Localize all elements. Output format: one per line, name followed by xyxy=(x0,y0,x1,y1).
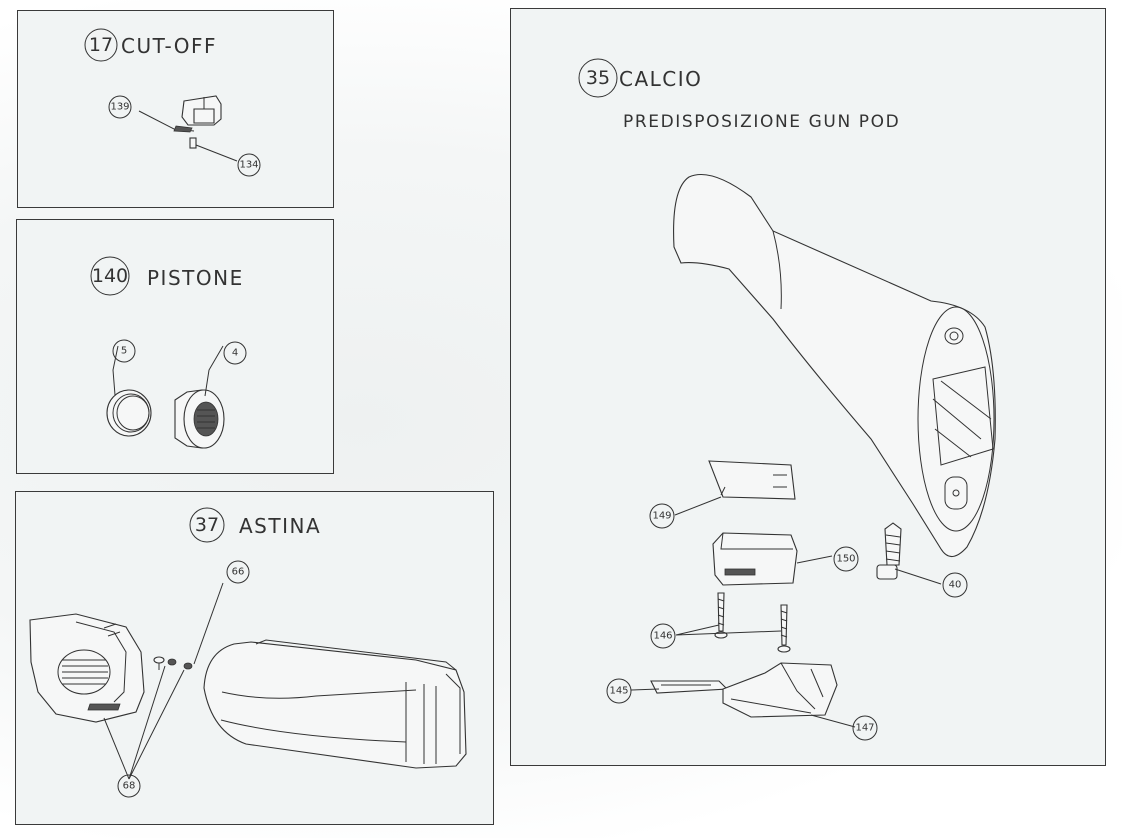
callout-bubble-146 xyxy=(650,623,676,649)
piston-ring-part xyxy=(106,389,152,437)
callout-139: 139 xyxy=(110,102,129,113)
callout-66: 66 xyxy=(232,567,245,578)
grip-147-part xyxy=(722,662,838,718)
leader-149 xyxy=(674,496,722,516)
panel-pistone: 140 PISTONE 5 4 xyxy=(16,219,334,474)
leader-66 xyxy=(193,582,224,665)
callout-150: 150 xyxy=(836,554,855,565)
callout-bubble-5 xyxy=(112,339,136,363)
cut-off-part xyxy=(181,95,222,126)
plate-145-part xyxy=(650,680,729,694)
callout-bubble-150 xyxy=(833,546,859,572)
title-number: 17 xyxy=(89,34,113,56)
astina-drawing: 37 ASTINA 66 xyxy=(29,507,467,798)
title-number-bubble xyxy=(90,256,130,296)
callout-bubble-147 xyxy=(852,715,878,741)
title-number: 140 xyxy=(92,265,128,287)
callout-bubble-134 xyxy=(237,153,261,177)
leader-4 xyxy=(204,345,224,397)
title-number: 37 xyxy=(195,514,219,536)
callout-bubble-139 xyxy=(108,95,132,119)
callout-bubble-4 xyxy=(223,341,247,365)
forend-body-part xyxy=(203,639,467,769)
callout-68: 68 xyxy=(123,781,136,792)
leader-68 xyxy=(103,665,185,780)
piston-part xyxy=(174,389,225,449)
leader-146 xyxy=(675,624,782,636)
cut-off-drawing: 17 CUT-OFF 139 134 xyxy=(84,28,261,177)
panel-title: PISTONE xyxy=(147,266,244,290)
leader-5 xyxy=(112,345,119,396)
leader-145 xyxy=(630,688,660,691)
forend-front-part xyxy=(29,613,145,723)
leader-40 xyxy=(894,568,942,585)
panel-title: CUT-OFF xyxy=(121,34,217,58)
callout-bubble-40 xyxy=(942,572,968,598)
panel-astina: 37 ASTINA 66 xyxy=(15,491,494,825)
pistone-drawing: 140 PISTONE 5 4 xyxy=(90,256,247,449)
calcio-drawing: 35 CALCIO PREDISPOSIZIONE GUN POD xyxy=(578,58,996,741)
pin-part xyxy=(189,137,238,162)
cover-149-part xyxy=(708,460,796,500)
small-screws-part xyxy=(153,656,193,670)
screws-146-part xyxy=(714,592,791,653)
callout-bubble-66 xyxy=(226,560,250,584)
callout-145: 145 xyxy=(609,686,628,697)
callout-40: 40 xyxy=(949,580,962,591)
leader-150 xyxy=(796,555,833,564)
panel-title: CALCIO xyxy=(619,67,702,91)
callout-147: 147 xyxy=(855,723,874,734)
spring-part xyxy=(138,110,195,133)
bracket-150-part xyxy=(712,532,798,586)
leader-147 xyxy=(810,714,856,728)
panel-cut-off: 17 CUT-OFF 139 134 xyxy=(17,10,334,208)
panel-calcio: 35 CALCIO PREDISPOSIZIONE GUN POD xyxy=(510,8,1106,766)
callout-bubble-145 xyxy=(606,678,632,704)
title-number-bubble xyxy=(84,28,118,62)
panel-title: ASTINA xyxy=(239,514,321,538)
panel-subtitle: PREDISPOSIZIONE GUN POD xyxy=(623,112,900,132)
bolt-40-part xyxy=(876,522,902,580)
callout-bubble-68 xyxy=(117,774,141,798)
callout-149: 149 xyxy=(652,511,671,522)
callout-4: 4 xyxy=(232,348,238,359)
callout-146: 146 xyxy=(653,631,672,642)
callout-134: 134 xyxy=(239,160,258,171)
stock-part xyxy=(673,173,996,558)
title-number: 35 xyxy=(586,67,610,89)
callout-5: 5 xyxy=(121,346,127,357)
title-number-bubble xyxy=(578,58,618,98)
title-number-bubble xyxy=(189,507,225,543)
callout-bubble-149 xyxy=(649,503,675,529)
